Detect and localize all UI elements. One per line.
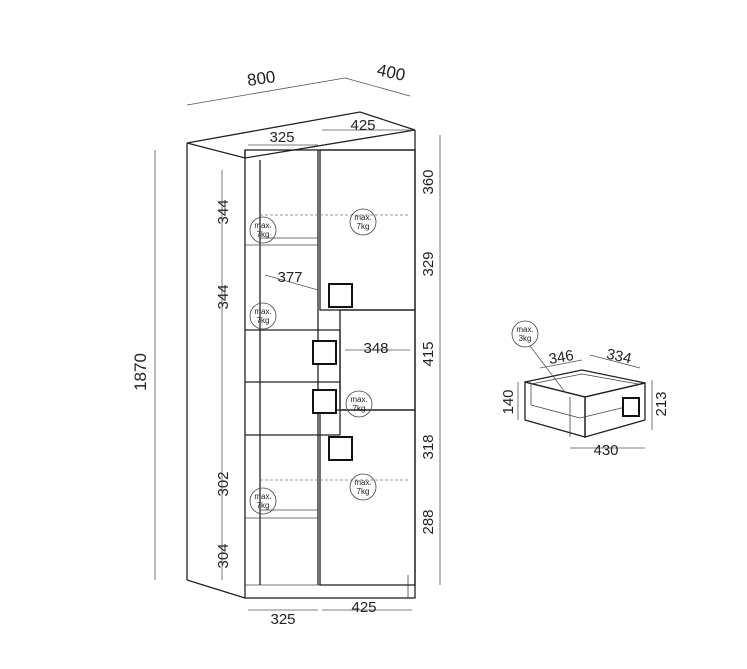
- svg-text:max.: max.: [350, 395, 367, 404]
- svg-text:7kg: 7kg: [257, 230, 270, 239]
- drawer-load-badge: max.3kg: [511, 320, 539, 348]
- bottom-left-width: 325: [270, 611, 295, 628]
- load-badge: max.7kg: [345, 390, 373, 418]
- load-badge: max.7kg: [349, 208, 377, 236]
- right-height-4: 318: [420, 434, 437, 459]
- svg-text:max.: max.: [354, 478, 371, 487]
- drawer-handle: [312, 340, 337, 365]
- svg-text:max.: max.: [516, 325, 533, 334]
- right-height-2: 329: [420, 251, 437, 276]
- drawer-detail: [517, 345, 653, 449]
- load-badge: max.7kg: [249, 216, 277, 244]
- svg-text:max.: max.: [254, 221, 271, 230]
- svg-text:max.: max.: [254, 492, 271, 501]
- load-badge: max.7kg: [249, 302, 277, 330]
- svg-text:max.: max.: [354, 213, 371, 222]
- left-height-3: 302: [215, 471, 232, 496]
- drawer-inner-depth: 334: [605, 346, 633, 368]
- overall-depth-label: 400: [375, 60, 407, 84]
- cabinet-outline: [186, 111, 416, 599]
- drawer-inner-width: 346: [547, 347, 575, 368]
- drawer-outer-width: 430: [593, 442, 618, 459]
- door-handle: [328, 436, 353, 461]
- svg-text:3kg: 3kg: [519, 334, 532, 343]
- left-shelf-depth: 377: [277, 269, 302, 286]
- svg-text:7kg: 7kg: [257, 316, 270, 325]
- dimension-lines: [154, 77, 441, 611]
- left-height-1: 344: [215, 199, 232, 224]
- overall-height-label: 1870: [131, 353, 150, 391]
- load-badge: max.7kg: [349, 473, 377, 501]
- top-right-width: 425: [350, 117, 375, 134]
- top-left-width: 325: [269, 129, 294, 146]
- drawer-handle: [312, 389, 337, 414]
- right-height-5: 288: [420, 509, 437, 534]
- svg-text:7kg: 7kg: [357, 487, 370, 496]
- right-height-3: 415: [420, 341, 437, 366]
- left-height-4: 304: [215, 543, 232, 568]
- right-height-1: 360: [420, 169, 437, 194]
- drawer-outer-height: 213: [653, 391, 670, 416]
- svg-text:7kg: 7kg: [353, 404, 366, 413]
- bottom-right-width: 425: [351, 599, 376, 616]
- load-badge: max.7kg: [249, 487, 277, 515]
- svg-text:7kg: 7kg: [357, 222, 370, 231]
- overall-width-label: 800: [246, 67, 277, 90]
- svg-text:7kg: 7kg: [257, 501, 270, 510]
- door-handle: [328, 283, 353, 308]
- drawer-inner-height: 140: [500, 389, 517, 414]
- svg-text:max.: max.: [254, 307, 271, 316]
- left-height-2: 344: [215, 284, 232, 309]
- right-compartment-width: 348: [363, 340, 388, 357]
